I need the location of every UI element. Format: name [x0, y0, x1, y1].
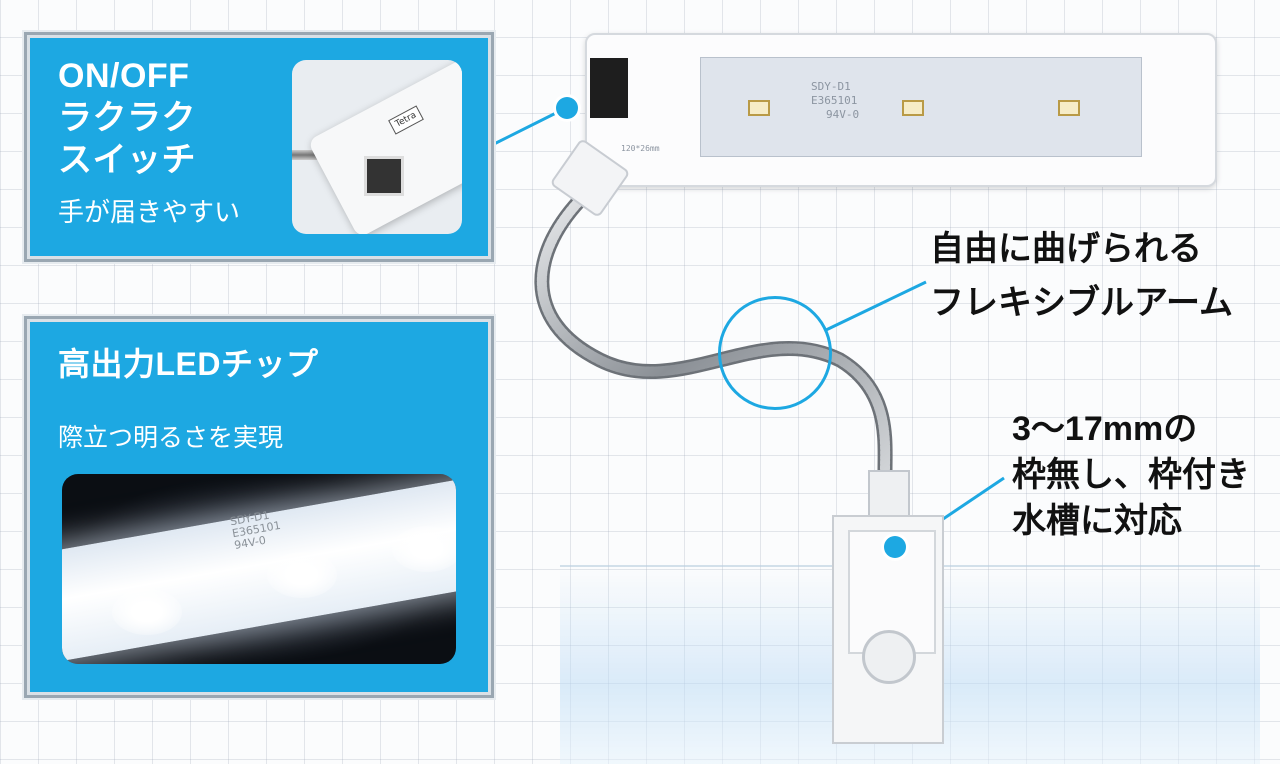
clip-callout-line2: 枠無し、枠付き — [1012, 456, 1250, 494]
inset-switch — [364, 156, 404, 196]
clip-screw-knob — [862, 630, 916, 684]
switch-title-line3: スイッチ — [58, 141, 196, 179]
led-chip-1 — [748, 100, 770, 116]
switch-title-line2: ラクラク — [58, 99, 196, 137]
led-chip-3 — [1058, 100, 1080, 116]
arm-callout-line1: 自由に曲げられる — [930, 230, 1202, 268]
led-chip-2 — [902, 100, 924, 116]
lit-led-2 — [267, 552, 337, 598]
led-lit-photo: SDY-D1 E365101 94V-0 — [62, 474, 456, 664]
led-title: 高出力LEDチップ — [58, 346, 319, 382]
inset-arm — [292, 150, 332, 160]
switch-title-line1: ON/OFF — [58, 57, 190, 95]
clip-callout-line3: 水槽に対応 — [1012, 502, 1182, 540]
arm-leader-line — [825, 280, 927, 332]
pcb-model-text: SDY-D1 — [811, 80, 851, 93]
pcb-code-text: E365101 — [811, 94, 858, 107]
lit-led-3 — [392, 526, 456, 572]
arm-callout-line2: フレキシブルアーム — [930, 284, 1233, 322]
clip-callout-line1: 3〜17mmの — [1012, 410, 1198, 448]
pcb-rating-text: 94V-0 — [826, 108, 860, 121]
led-feature-panel: 高出力LEDチップ 際立つ明るさを実現 SDY-D1 E365101 94V-0 — [30, 322, 488, 692]
switch-leader-line — [491, 106, 567, 147]
clip-marker-dot — [884, 536, 906, 558]
flexible-arm — [534, 187, 893, 478]
arm-marker-ring — [718, 296, 832, 410]
pcb-size-text: 120*26mm — [621, 144, 660, 153]
power-switch — [590, 58, 628, 118]
led-subtitle: 際立つ明るさを実現 — [58, 423, 284, 452]
switch-feature-panel: ON/OFF ラクラク スイッチ 手が届きやすい Tetra — [30, 38, 488, 256]
lit-led-strip — [62, 474, 456, 664]
inset-lamp-body — [307, 60, 462, 234]
switch-subtitle: 手が届きやすい — [58, 198, 241, 228]
switch-closeup-image: Tetra — [292, 60, 462, 234]
lit-led-1 — [112, 589, 182, 635]
switch-marker-dot — [556, 97, 578, 119]
